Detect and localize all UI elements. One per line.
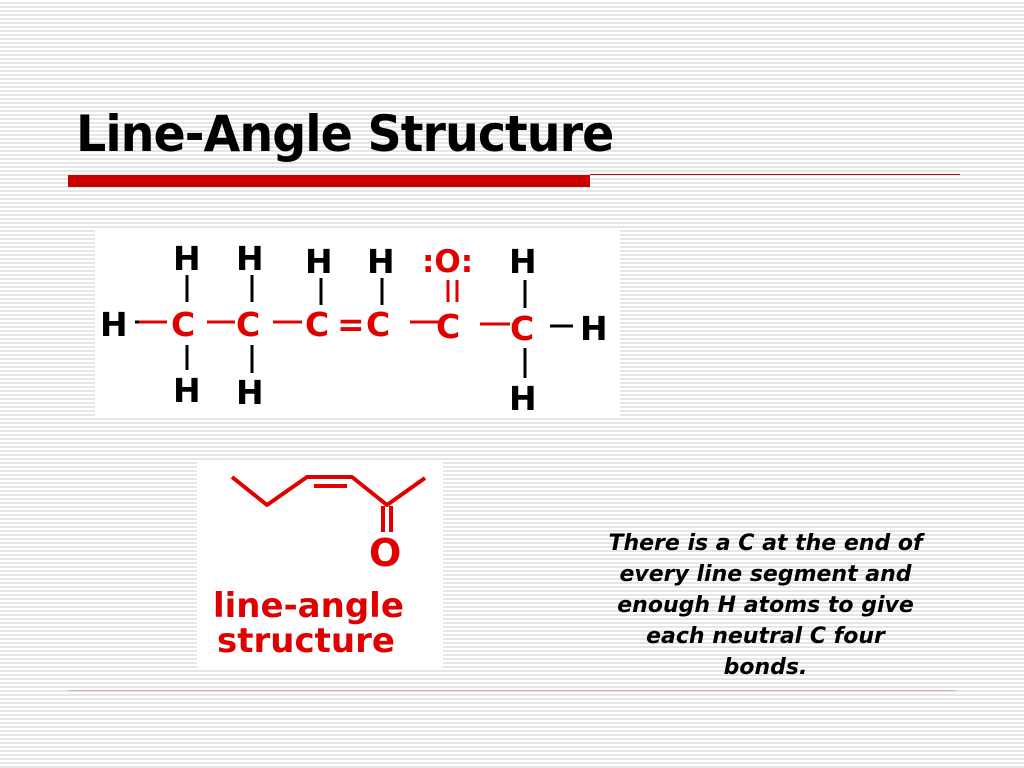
explanation-line: There is a C at the end of (608, 531, 923, 556)
carbon-5: C (436, 307, 460, 346)
slide-title: Line-Angle Structure (76, 105, 614, 163)
carbon-1: C (171, 305, 195, 344)
hydrogen-bottom-2: H (236, 373, 264, 412)
hydrogen-top-6: H (509, 242, 537, 281)
double-bond: = (337, 305, 365, 344)
hydrogen-top-2: H (236, 239, 264, 278)
carbon-3: C (305, 305, 329, 344)
hydrogen-bottom-1: H (173, 371, 201, 410)
hydrogen-top-3: H (305, 242, 333, 281)
structural-formula-image: H H H H H H H H H H :O: C C C = C C C (95, 230, 620, 418)
line-angle-caption-1: line-angle (213, 586, 404, 626)
line-angle-structure-image: O line-angle structure (197, 462, 443, 669)
explanation-line: enough H atoms to give (617, 593, 914, 618)
hydrogen-bottom-3: H (509, 379, 537, 418)
title-underline-rule (590, 174, 960, 175)
carbon-4: C (366, 305, 390, 344)
structural-formula-diagram: H H H H H H H H H H :O: C C C = C C C (100, 239, 608, 418)
oxygen-atom: :O: (422, 244, 473, 280)
line-angle-diagram: O line-angle structure (213, 475, 427, 661)
hydrogen-right: H (580, 309, 608, 348)
carbon-2: C (236, 305, 260, 344)
hydrogen-top-4: H (367, 242, 395, 281)
title-underline-bar (68, 175, 590, 187)
explanation-line: every line segment and (619, 562, 912, 587)
explanation-text: There is a C at the end of every line se… (573, 528, 958, 683)
line-angle-caption-2: structure (217, 621, 395, 661)
explanation-line: each neutral C four (646, 624, 885, 649)
hydrogen-left: H (100, 305, 128, 344)
carbon-6: C (510, 309, 534, 348)
footer-rule (68, 690, 956, 691)
explanation-line: bonds. (723, 655, 808, 680)
hydrogen-top-1: H (173, 239, 201, 278)
oxygen-label: O (369, 531, 401, 575)
